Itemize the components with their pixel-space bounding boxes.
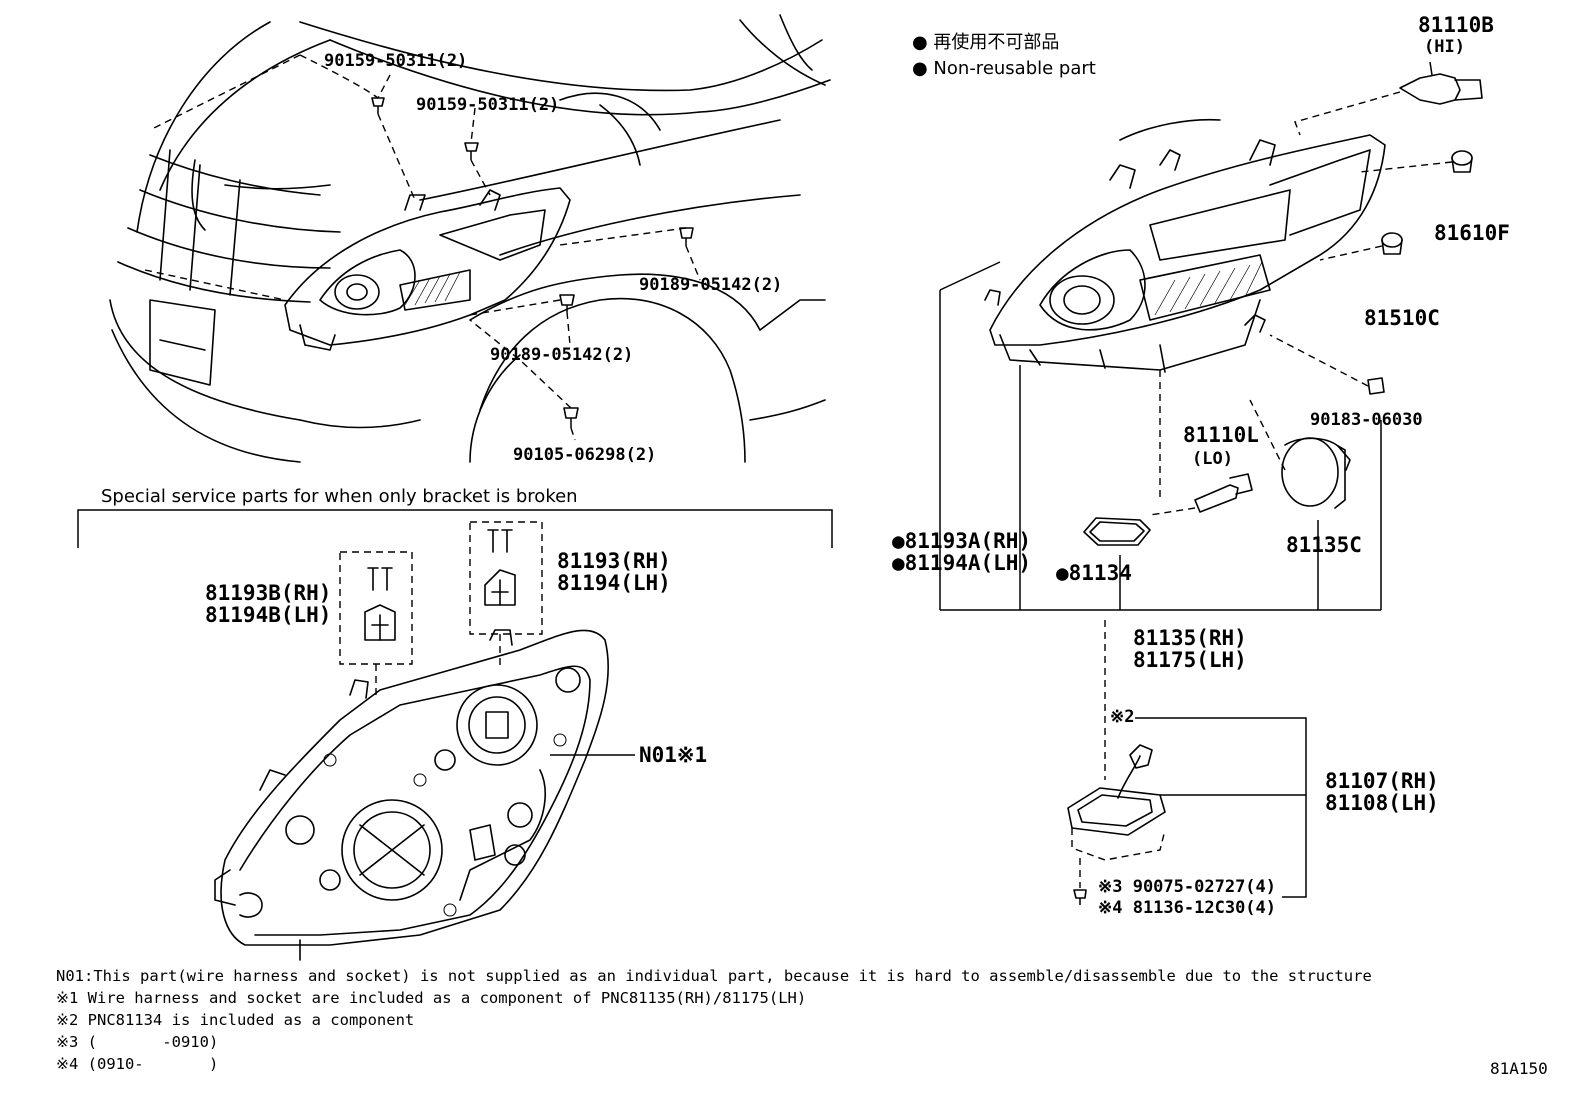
leader-lines-ballast	[1135, 717, 1307, 898]
headlamp-rear-view	[214, 629, 610, 961]
label-81193B-rh: 81193B(RH)	[205, 581, 331, 605]
footnotes: N01:This part(wire harness and socket) i…	[56, 967, 1372, 1073]
label-bolt-upper-right: 90159-50311(2)	[416, 95, 559, 115]
label-81194-lh: 81194(LH)	[557, 571, 671, 595]
note-1: ※1 Wire harness and socket are included …	[56, 989, 806, 1007]
fastener-icons-upper-left	[371, 97, 694, 428]
special-service-heading: Special service parts for when only brac…	[101, 486, 578, 507]
label-81510C: 81510C	[1364, 306, 1440, 330]
label-90183-06030: 90183-06030	[1310, 410, 1423, 430]
leader-lines-upper-right	[939, 91, 1453, 780]
label-ballast-note: ※2	[1110, 707, 1134, 727]
label-81134: ●81134	[1056, 561, 1132, 585]
label-81135-rh: 81135(RH)	[1133, 626, 1247, 650]
note-3: ※3 ( -0910)	[56, 1033, 218, 1051]
headlamp-assembly-exploded	[984, 118, 1386, 373]
bracket-b-kit-box	[339, 551, 413, 700]
label-screw-3: ※3 90075-02727(4)	[1098, 877, 1276, 897]
cover-81135C-icon	[1281, 437, 1351, 509]
label-81610F: 81610F	[1434, 221, 1510, 245]
leader-lines-upper-left	[144, 54, 701, 441]
label-clip-right: 90189-05142(2)	[639, 275, 782, 295]
vehicle-front-illustration	[109, 14, 831, 463]
label-81110L: 81110L	[1183, 423, 1259, 447]
gasket-81134-icon	[1083, 517, 1151, 546]
note-4: ※4 (0910- )	[56, 1055, 218, 1073]
bracket-kit-box	[469, 521, 543, 670]
label-81193-rh: 81193(RH)	[557, 549, 671, 573]
bulb-lo-icon	[1194, 473, 1253, 513]
label-bolt-upper-left: 90159-50311(2)	[324, 51, 467, 71]
label-screw-4: ※4 81136-12C30(4)	[1098, 898, 1276, 918]
special-service-bracket-frame	[77, 509, 833, 548]
label-81110B: 81110B	[1418, 13, 1494, 37]
bulb-81510C-icon	[1381, 232, 1403, 255]
label-81194A-lh: ●81194A(LH)	[892, 551, 1031, 575]
label-n01: N01※1	[639, 743, 707, 767]
label-81193A-rh: ●81193A(RH)	[892, 529, 1031, 553]
label-81108-lh: 81108(LH)	[1325, 791, 1439, 815]
label-81135C: 81135C	[1286, 533, 1362, 557]
label-bolt-bottom: 90105-06298(2)	[513, 445, 656, 465]
label-81110L-lo: (LO)	[1192, 449, 1233, 469]
label-81110B-hi: (HI)	[1424, 37, 1465, 57]
note-2: ※2 PNC81134 is included as a component	[56, 1011, 414, 1029]
legend-en: ● Non-reusable part	[912, 58, 1096, 79]
ballast-icon	[1067, 744, 1166, 905]
clip-90183-icon	[1367, 377, 1385, 395]
label-81194B-lh: 81194B(LH)	[205, 603, 331, 627]
label-81107-rh: 81107(RH)	[1325, 769, 1439, 793]
note-n01: N01:This part(wire harness and socket) i…	[56, 967, 1372, 985]
diagram-code: 81A150	[1490, 1059, 1548, 1078]
legend-jp: ● 再使用不可部品	[912, 32, 1059, 53]
bulb-81610F-icon	[1451, 150, 1473, 173]
legend: ● 再使用不可部品 ● Non-reusable part	[912, 32, 1096, 79]
bulb-hi-icon	[1399, 61, 1483, 105]
label-81175-lh: 81175(LH)	[1133, 648, 1247, 672]
label-clip-lower: 90189-05142(2)	[490, 345, 633, 365]
